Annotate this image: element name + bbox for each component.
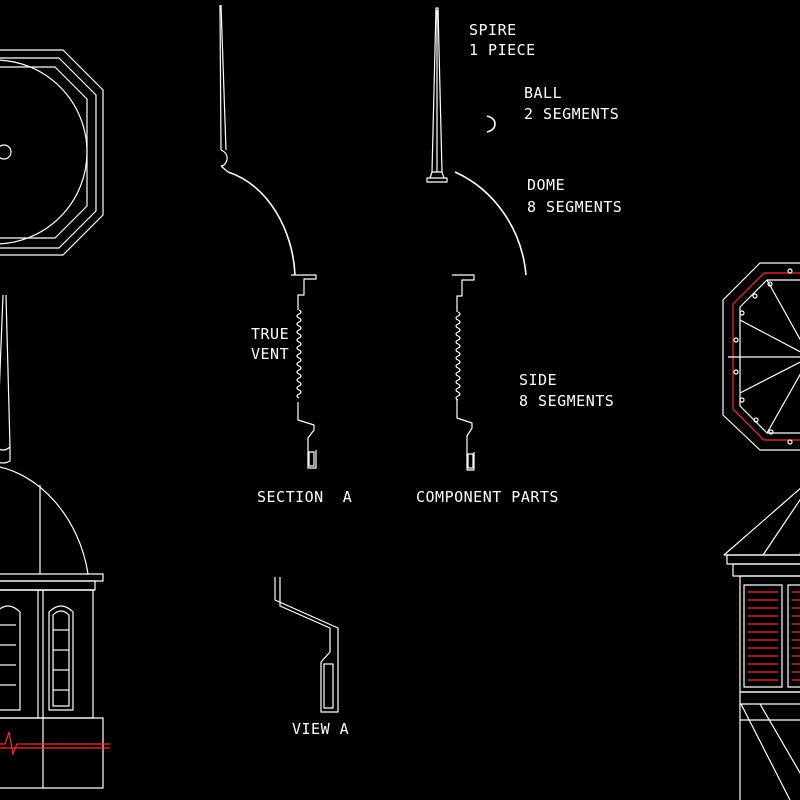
- label-ball-segments: 2 SEGMENTS: [524, 105, 619, 123]
- cupola-elevation-left: [0, 294, 110, 789]
- label-vent: VENT: [251, 345, 289, 363]
- label-side-segments: 8 SEGMENTS: [519, 392, 614, 410]
- label-true: TRUE: [251, 325, 289, 343]
- label-section-a: SECTION A: [257, 488, 352, 506]
- octagon-roof-plan-right: [722, 262, 800, 451]
- label-spire-pieces: 1 PIECE: [469, 41, 536, 59]
- view-a-detail: [274, 577, 339, 713]
- section-a-profile: [219, 4, 317, 469]
- octagon-plan-view-top-left: [0, 49, 104, 256]
- label-side: SIDE: [519, 371, 557, 389]
- label-dome: DOME: [527, 176, 565, 194]
- component-parts: [426, 7, 527, 471]
- label-ball: BALL: [524, 84, 562, 102]
- label-dome-segments: 8 SEGMENTS: [527, 198, 622, 216]
- label-view-a: VIEW A: [292, 720, 349, 738]
- label-spire: SPIRE: [469, 21, 517, 39]
- label-component-parts: COMPONENT PARTS: [416, 488, 559, 506]
- cupola-elevation-right: [723, 487, 800, 800]
